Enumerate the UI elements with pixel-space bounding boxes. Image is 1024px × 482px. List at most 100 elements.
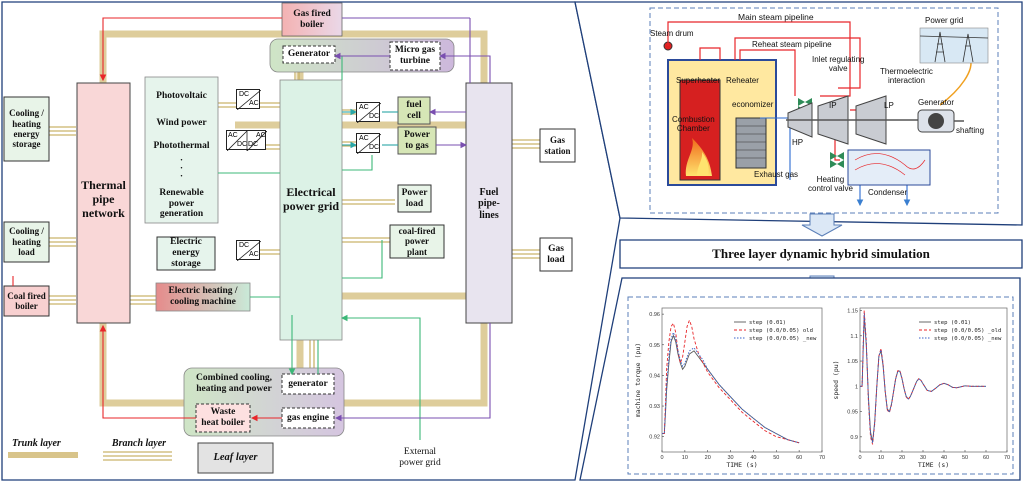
- simulation-caption: Three layer dynamic hybrid simulation: [712, 245, 930, 261]
- coal-fired-power-plant-box: [389, 224, 445, 259]
- teal-flow-arrows: [342, 108, 398, 149]
- electric-energy-storage-label: Electric energy storage: [170, 237, 202, 269]
- power-load-label: Power load: [401, 187, 428, 209]
- gas-engine-box: [281, 407, 335, 429]
- legend: [8, 442, 274, 474]
- caption-box: [619, 239, 1023, 269]
- legend-leaf-label: Leaf layer: [213, 451, 258, 463]
- heat-flow-arrows: [12, 17, 282, 422]
- ip-label: IP: [829, 101, 837, 110]
- y-tick-label: 0.95: [847, 410, 858, 416]
- y-tick-label: 0.95: [649, 343, 660, 349]
- x-tick-label: 50: [773, 455, 779, 461]
- thermal-pipe-network-box: [76, 82, 131, 324]
- shafting-label: shafting: [956, 126, 985, 135]
- x-tick-label: 0: [660, 455, 663, 461]
- exhaust-gas-label: Exhaust gas: [754, 170, 799, 179]
- electric-heating-cooling-box: [155, 282, 251, 312]
- power-to-gas-label: Power to gas: [404, 129, 430, 151]
- x-tick-label: 70: [819, 455, 825, 461]
- generator-bottom-box: [281, 373, 335, 395]
- gas-engine-label: gas engine: [287, 412, 329, 423]
- cooling-heating-load-box: [3, 221, 50, 263]
- thermoelectric-interaction-label: Thermoelectric interaction: [880, 67, 933, 85]
- heating-valve-icon: [830, 152, 844, 168]
- coal-fired-boiler-label: Coal fired boiler: [7, 290, 46, 311]
- y-tick-label: 0.96: [649, 312, 660, 318]
- coal-fired-boiler-box: [3, 285, 50, 317]
- gas-fired-boiler-label: Gas fired boiler: [293, 8, 331, 30]
- legend-branch-label: Branch layer: [111, 438, 167, 450]
- inlet-regulating-valve-label: Inlet regulating valve: [812, 55, 865, 73]
- power-load-box: [397, 184, 432, 213]
- x-tick-label: 60: [983, 455, 989, 461]
- economizer-label: economizer: [732, 100, 774, 109]
- gas-fired-boiler-box: [281, 2, 343, 37]
- y-axis-label: machine torque (pu): [634, 343, 642, 417]
- gas-load-box: [539, 237, 573, 272]
- wind-power-label: Wind power: [156, 117, 207, 128]
- legend-entry: step (0.0/0.05) _old: [934, 328, 1001, 334]
- gas-load-label: Gas load: [547, 243, 565, 265]
- y-axis-label: speed (pu): [832, 360, 840, 399]
- legend-entry: step (0.01): [934, 320, 971, 326]
- x-axis-label: TIME (s): [726, 461, 757, 469]
- cchp-label: Combined cooling, heating and power: [195, 373, 272, 394]
- x-tick-label: 20: [899, 455, 905, 461]
- cooling-heating-storage-box: [3, 96, 50, 162]
- x-tick-label: 10: [682, 455, 688, 461]
- generator-bottom-label: generator: [288, 378, 328, 389]
- series-line: [860, 313, 986, 444]
- main-steam-pipeline-label: Main steam pipeline: [738, 12, 814, 22]
- x-tick-label: 0: [858, 455, 861, 461]
- legend-trunk-swatch: [8, 452, 78, 458]
- y-tick-label: 1.15: [847, 309, 858, 315]
- micro-gas-turbine-label: Micro gas turbine: [394, 45, 436, 66]
- legend-trunk-label: Trunk layer: [12, 438, 61, 450]
- x-axis-label: TIME (s): [918, 461, 949, 469]
- steam-drum-label: Steam drum: [650, 29, 694, 38]
- reheat-steam-pipeline-label: Reheat steam pipeline: [752, 40, 832, 49]
- chart-panel-inner: [627, 296, 1014, 475]
- waste-heat-boiler-box: [195, 403, 251, 433]
- plant-panel: [574, 1, 1023, 226]
- gas-flow-arrows: [333, 17, 491, 422]
- renewable-generation-label: Renewable power generation: [159, 187, 204, 220]
- photovoltaic-label: Photovoltaic: [156, 90, 207, 101]
- x-tick-label: 10: [878, 455, 884, 461]
- legend-leaf-swatch: [197, 442, 274, 474]
- combustion-chamber-label: Combustion Chamber: [672, 115, 715, 133]
- down-arrow-top: [801, 213, 843, 237]
- power-to-gas-box: [397, 126, 437, 155]
- series-line: [662, 334, 800, 444]
- condenser-label: Condenser: [868, 188, 908, 197]
- x-tick-label: 40: [750, 455, 756, 461]
- series-line: [662, 331, 800, 444]
- photothermal-label: Photothermal: [153, 140, 210, 151]
- plot-area: [661, 307, 823, 453]
- power-grid-image: [919, 27, 989, 64]
- reheater-label: Reheater: [726, 76, 759, 85]
- external-power-grid-label: External power grid: [399, 447, 441, 468]
- fuel-cell-label: fuel cell: [406, 99, 422, 121]
- cooling-heating-load-label: Cooling / heating load: [9, 226, 44, 258]
- thermal-pipe-network-label: Thermal pipe network: [81, 178, 126, 220]
- x-tick-label: 70: [1004, 455, 1010, 461]
- renewable-dots: · · ·: [179, 154, 183, 182]
- x-tick-label: 20: [705, 455, 711, 461]
- x-tick-label: 40: [941, 455, 947, 461]
- gas-station-box: [539, 128, 576, 163]
- x-tick-label: 30: [920, 455, 926, 461]
- legend-branch-swatch: [103, 451, 172, 461]
- electrical-power-grid-label: Electrical power grid: [282, 185, 340, 213]
- x-tick-label: 60: [796, 455, 802, 461]
- legend-entry: step (0.0/0.05) old: [749, 328, 813, 334]
- heating-control-valve-label: Heating control valve: [808, 175, 853, 193]
- power-grid-label: Power grid: [925, 16, 964, 25]
